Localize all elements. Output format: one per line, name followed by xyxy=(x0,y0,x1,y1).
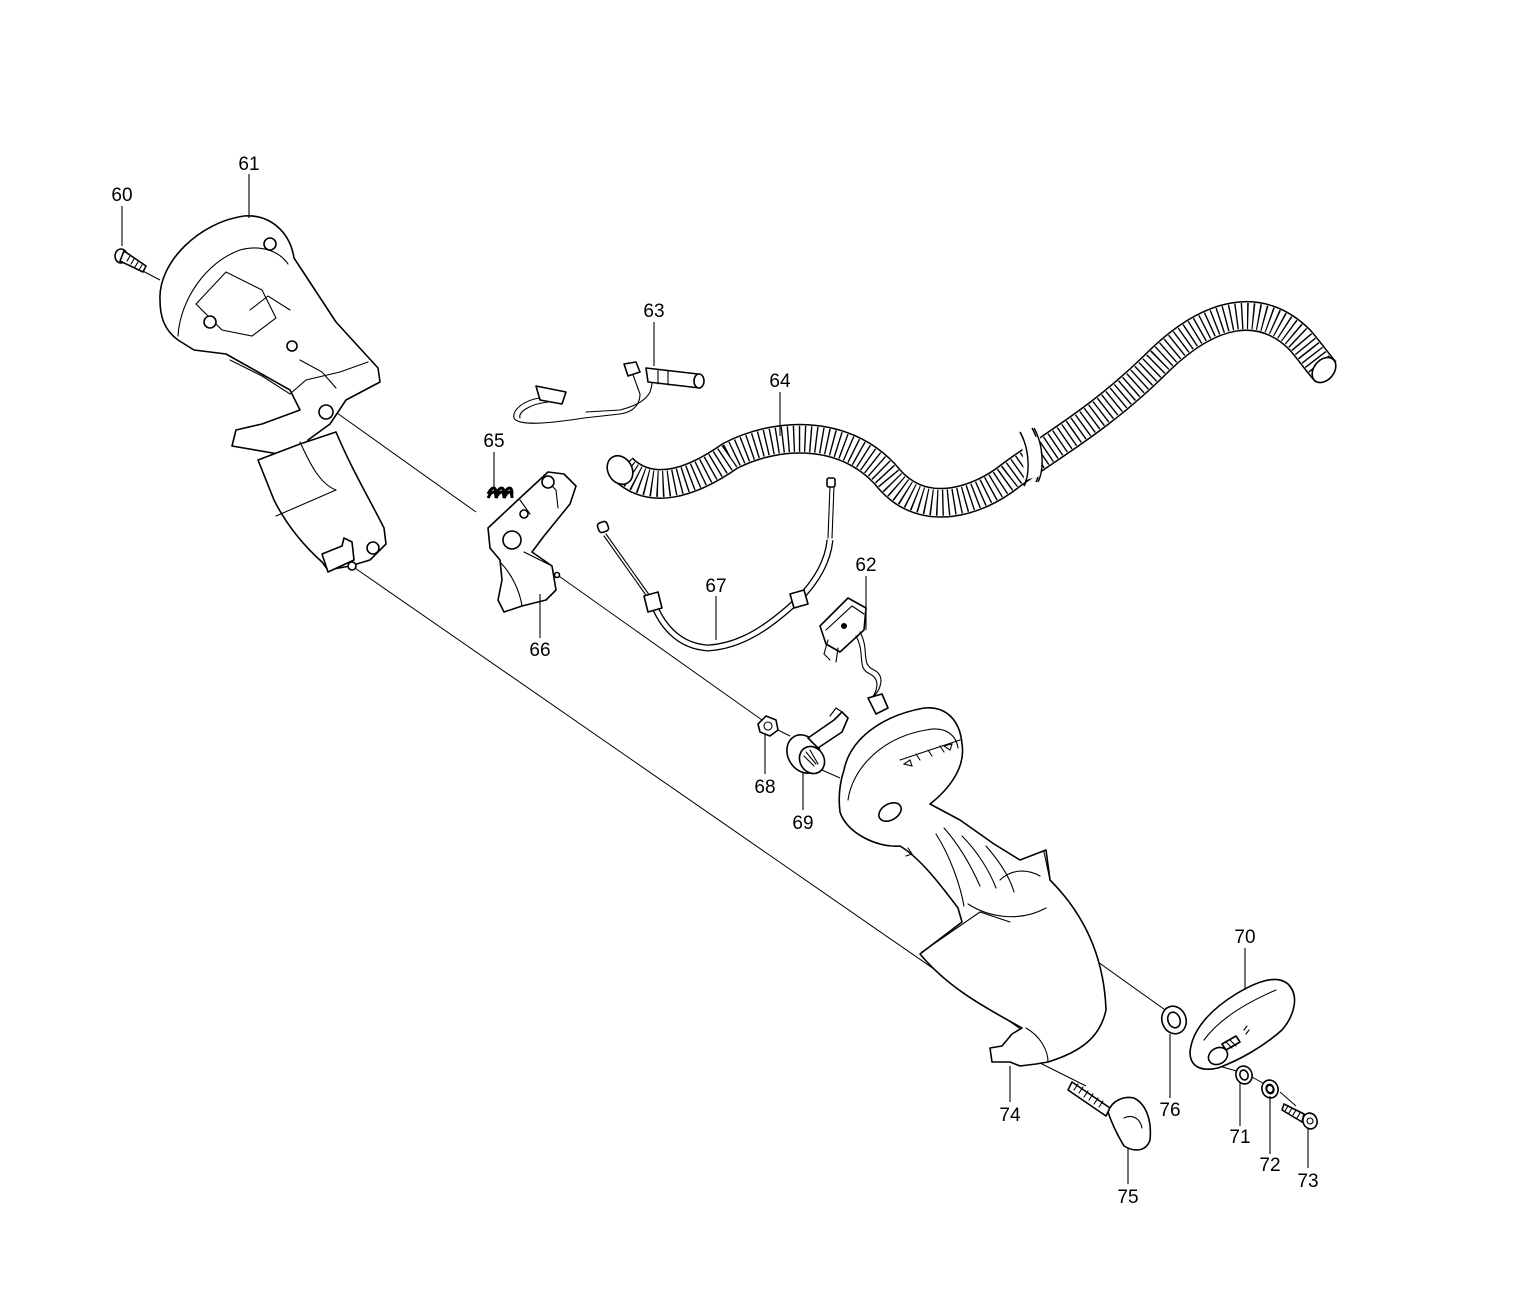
part-75-knob-bolt xyxy=(1067,1081,1152,1151)
callout-72: 72 xyxy=(1259,1155,1280,1176)
part-63-wire-lead xyxy=(513,361,705,424)
callout-labels: 60 61 62 63 64 65 66 67 68 69 70 71 72 7… xyxy=(111,154,1318,1208)
part-62-switch xyxy=(819,597,889,715)
part-67-throttle-cable xyxy=(596,477,836,652)
callout-64: 64 xyxy=(769,371,791,392)
callout-74: 74 xyxy=(999,1105,1021,1126)
part-68-nut xyxy=(757,715,779,737)
callout-68: 68 xyxy=(754,777,775,798)
part-69-switch-knob xyxy=(786,707,849,775)
callout-62: 62 xyxy=(855,555,876,576)
callout-leaders xyxy=(121,174,1309,1184)
callout-73: 73 xyxy=(1297,1171,1318,1192)
callout-71: 71 xyxy=(1229,1127,1250,1148)
callout-67: 67 xyxy=(705,576,726,597)
part-76-washer xyxy=(1160,1005,1188,1035)
callout-70: 70 xyxy=(1234,927,1255,948)
part-73-screw xyxy=(1281,1103,1318,1130)
callout-66: 66 xyxy=(529,640,550,661)
callout-60: 60 xyxy=(111,185,132,206)
part-70-cover xyxy=(1189,978,1296,1070)
part-60-screw xyxy=(114,248,147,273)
part-64-corrugated-tube xyxy=(606,300,1337,518)
part-72-washer xyxy=(1261,1079,1279,1099)
part-74-handle-half xyxy=(838,707,1107,1067)
part-66-throttle-trigger xyxy=(487,471,577,613)
callout-76: 76 xyxy=(1159,1100,1180,1121)
part-65-spring xyxy=(486,486,514,499)
callout-69: 69 xyxy=(792,813,813,834)
callout-75: 75 xyxy=(1117,1187,1138,1208)
callout-65: 65 xyxy=(483,431,504,452)
part-61-handle-half xyxy=(159,215,387,573)
part-71-washer xyxy=(1235,1065,1253,1085)
callout-63: 63 xyxy=(643,301,664,322)
callout-61: 61 xyxy=(238,154,259,175)
